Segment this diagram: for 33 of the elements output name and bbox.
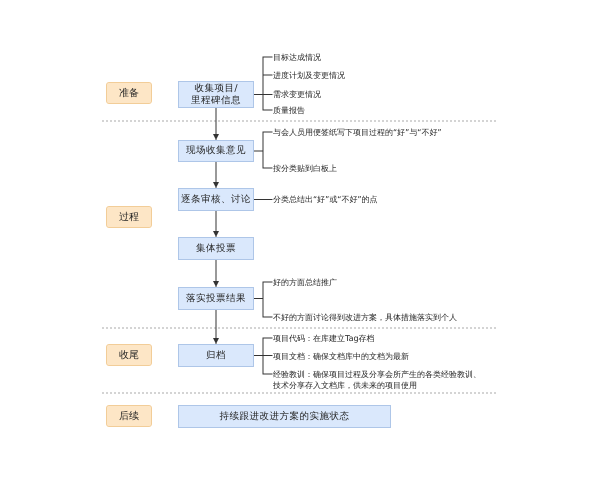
note-text: 与会人员用便签纸写下项目过程的“好”与“不好” bbox=[273, 126, 442, 138]
note-text: 好的方面总结推广 bbox=[273, 276, 337, 288]
arrow bbox=[213, 210, 219, 238]
stage-box: 收尾 bbox=[106, 344, 152, 366]
process-box: 现场收集意见 bbox=[178, 140, 254, 162]
arrow bbox=[213, 162, 219, 188]
connector-line bbox=[254, 298, 273, 318]
note-text: 项目代码：在库建立Tag存档 bbox=[273, 332, 375, 344]
arrow bbox=[213, 310, 219, 344]
process-box: 归档 bbox=[178, 344, 254, 367]
note-text: 目标达成情况 bbox=[273, 52, 321, 62]
note-text: 进度计划及变更情况 bbox=[273, 70, 345, 80]
arrow bbox=[213, 260, 219, 288]
connector-line bbox=[254, 94, 273, 110]
arrow bbox=[213, 108, 219, 140]
note-text: 经验教训：确保项目过程及分享会所产生的各类经验教训、技术分享存入文档库，供未来的项目使用 bbox=[273, 368, 485, 390]
connector-line bbox=[254, 199, 273, 200]
note-text: 不好的方面讨论得到改进方案，具体措施落实到个人 bbox=[273, 312, 457, 322]
process-box: 集体投票 bbox=[178, 237, 254, 260]
stage-box: 过程 bbox=[106, 206, 152, 228]
note-text: 质量报告 bbox=[273, 104, 305, 116]
note-text: 需求变更情况 bbox=[273, 88, 321, 100]
note-text: 项目文档：确保文档库中的文档为最新 bbox=[273, 350, 409, 362]
note-text: 分类总结出“好”或“不好”的点 bbox=[273, 194, 378, 205]
connector-line bbox=[254, 355, 273, 374]
stage-box: 准备 bbox=[106, 82, 152, 104]
process-box: 逐条审核、讨论 bbox=[178, 188, 254, 211]
process-box: 收集项目/里程碑信息 bbox=[178, 81, 254, 108]
process-box: 落实投票结果 bbox=[178, 287, 254, 310]
process-box: 持续跟进改进方案的实施状态 bbox=[178, 405, 391, 428]
note-text: 按分类贴到白板上 bbox=[273, 162, 337, 174]
stage-box: 后续 bbox=[106, 405, 152, 427]
connector-line bbox=[254, 150, 273, 168]
